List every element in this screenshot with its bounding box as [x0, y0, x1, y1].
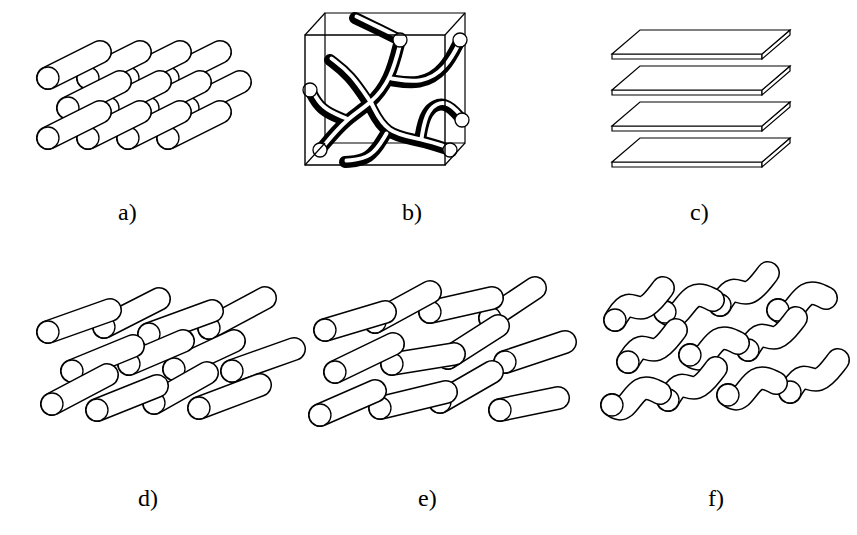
cylinder	[324, 344, 393, 383]
lamellae-sheets	[612, 30, 790, 167]
panel-label: a)	[118, 200, 137, 224]
cylinder	[309, 391, 375, 426]
cylinder	[601, 388, 660, 416]
gyroid-cube	[303, 13, 469, 165]
cylinder	[717, 378, 776, 406]
distorted-cylinders	[309, 288, 565, 426]
wavy-cylinders	[601, 273, 838, 416]
cylinder	[604, 288, 663, 331]
cylinder	[489, 398, 558, 421]
panel-label: d)	[138, 486, 158, 510]
panel-label: c)	[690, 200, 709, 224]
cylinder	[37, 310, 110, 343]
cylinder	[314, 312, 385, 341]
panel-label: b)	[402, 200, 422, 224]
cylinder	[494, 342, 565, 373]
cylinder	[37, 112, 100, 149]
panel-label: e)	[418, 486, 437, 510]
panel-label: f)	[708, 486, 724, 510]
cylinder	[41, 375, 107, 415]
hexagonal-cylinders	[37, 52, 240, 149]
cylinder	[617, 330, 676, 373]
disordered-cylinders	[37, 298, 294, 421]
